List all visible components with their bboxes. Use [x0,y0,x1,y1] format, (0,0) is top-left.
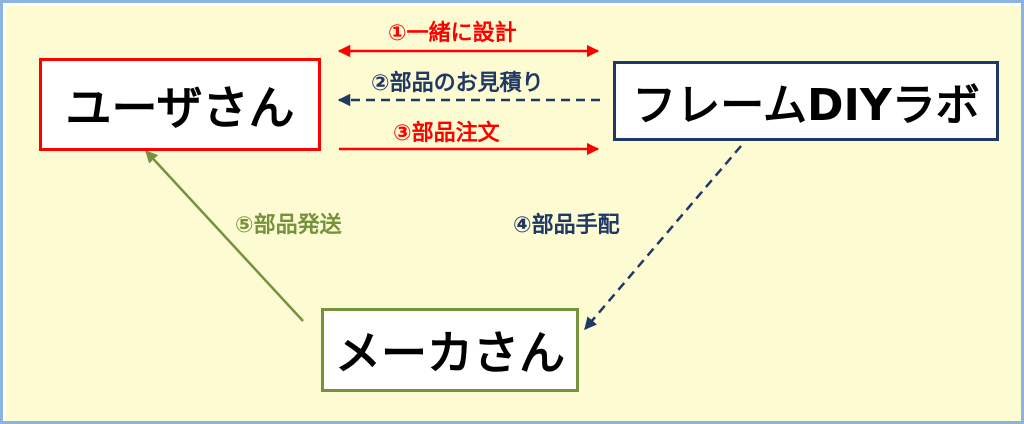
label-design: ①一緒に設計 [388,21,517,46]
label-arrange: ④部品手配 [513,213,620,238]
lab-node: フレームDIYラボ [613,61,999,141]
label-order: ③部品注文 [393,121,500,146]
arrow-arrange [584,145,742,330]
maker-node: メーカさん [321,308,579,392]
arrow-ship [145,150,304,322]
label-estimate: ②部品のお見積り [371,71,544,96]
label-ship: ⑤部品発送 [235,213,342,238]
user-node: ユーザさん [39,58,321,151]
